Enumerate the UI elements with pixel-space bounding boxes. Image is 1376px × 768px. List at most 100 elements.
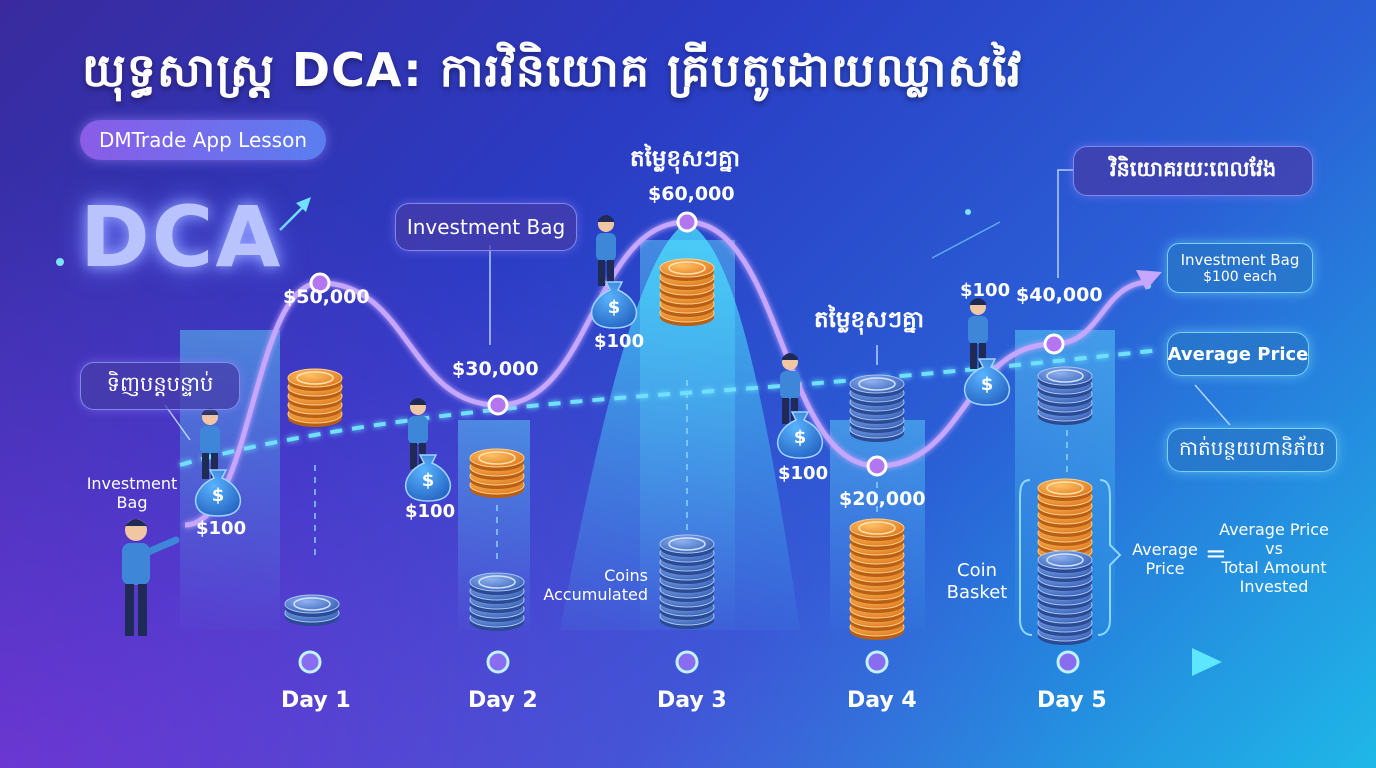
bitcoin-coin-stack — [287, 368, 343, 427]
lesson-badge: DMTrade App Lesson — [80, 120, 326, 160]
price-point-day-2 — [487, 394, 509, 416]
ethereum-icon — [858, 377, 896, 391]
investment-amount-label: $100 each — [1203, 269, 1277, 285]
price-point-day-1 — [309, 272, 331, 294]
sparkles — [56, 209, 1151, 289]
ethereum-coin-stack — [469, 572, 525, 631]
axis-tick-day-2 — [486, 650, 510, 674]
person-icon — [200, 408, 220, 479]
dollar-icon: $ — [212, 485, 225, 506]
callout-long-term: វិនិយោគរយៈពេលវែង — [1073, 146, 1313, 196]
price-label-day-4: $20,000 — [839, 488, 926, 510]
person-icon — [968, 298, 988, 369]
day-label-3: Day 3 — [657, 688, 727, 713]
investment-amount-day-5: $100 — [960, 280, 1011, 301]
axis-tick-day-3 — [675, 650, 699, 674]
vs-line-2: vs — [1265, 539, 1283, 558]
axis-tick-day-1 — [298, 650, 322, 674]
people: $ $ $ $ $ — [122, 215, 1011, 636]
bitcoin-icon — [668, 261, 706, 275]
label-average-price: Average Price — [1128, 540, 1202, 578]
dollar-icon: $ — [608, 297, 621, 318]
vs-line-4: Invested — [1239, 577, 1309, 596]
day-label-5: Day 5 — [1037, 688, 1107, 713]
dollar-icon: $ — [422, 470, 435, 491]
investment-amount-day-1: $100 — [196, 518, 247, 539]
peak-glow — [560, 222, 800, 630]
coin-basket-bracket-right — [1097, 479, 1122, 636]
person-icon — [122, 519, 180, 636]
price-points — [309, 211, 1065, 477]
coins-line-2: Accumulated — [543, 585, 648, 604]
equals-sign: = — [1205, 539, 1227, 569]
average-line-1: Average — [1132, 540, 1198, 559]
investment-bag-line-1: Investment — [86, 474, 178, 493]
axis-tick-day-4 — [865, 650, 889, 674]
coins-line-1: Coins — [604, 566, 648, 585]
bitcoin-icon — [478, 451, 516, 465]
leader-line — [1194, 384, 1231, 426]
money-bag-icon: $ — [776, 411, 824, 459]
ethereum-icon — [668, 537, 706, 551]
money-bag-icon: $ — [404, 454, 452, 502]
label-coins-accumulated: Coins Accumulated — [540, 566, 648, 604]
day-label-1: Day 1 — [281, 688, 351, 713]
vs-line-3: Total Amount — [1221, 558, 1327, 577]
price-point-day-4 — [866, 455, 888, 477]
price-label-day-1: $50,000 — [283, 286, 370, 308]
ethereum-coin-stack — [849, 374, 905, 442]
trend-arrow-head — [1136, 270, 1162, 290]
leader-line — [1057, 169, 1073, 278]
average-line-2: Price — [1145, 559, 1185, 578]
ethereum-coin-stack — [1037, 550, 1093, 645]
investment-amount-day-4: $100 — [778, 463, 829, 484]
label-investment-bag: Investment Bag — [82, 474, 182, 512]
label-different-prices: តម្លៃខុសៗគ្នា — [630, 146, 741, 172]
ethereum-icon — [1046, 553, 1084, 567]
bitcoin-icon — [1046, 481, 1084, 495]
investment-amount-day-2: $100 — [405, 501, 456, 522]
bitcoin-coin-stack — [469, 448, 525, 498]
vs-line-1: Average Price — [1219, 520, 1329, 539]
drop-lines — [314, 380, 1068, 565]
callout-investment-bag-each: Investment Bag $100 each — [1167, 243, 1313, 293]
day-label-2: Day 2 — [468, 688, 538, 713]
sparkle-streak — [931, 221, 1001, 259]
coin-basket-line-2: Basket — [946, 582, 1008, 603]
callout-reduce-risk: កាត់បន្ថយហានិភ័យ — [1167, 428, 1337, 472]
person-icon — [596, 215, 616, 286]
person-icon — [780, 353, 800, 424]
average-price-line — [179, 348, 1161, 467]
label-average-vs-total: Average Price vs Total Amount Invested — [1214, 520, 1334, 596]
coin-basket-line-1: Coin — [957, 560, 997, 581]
money-bag-icon: $ — [590, 281, 638, 329]
day-label-4: Day 4 — [847, 688, 917, 713]
price-point-day-5 — [1043, 333, 1065, 355]
callout-buy-regularly: ទិញបន្តបន្ទាប់ — [80, 362, 240, 410]
callout-investment-bag: Investment Bag — [395, 203, 577, 251]
investment-bag-label: Investment Bag — [1180, 251, 1300, 269]
axis-tick-day-5 — [1056, 650, 1080, 674]
investment-bag-line-2: Bag — [116, 493, 148, 512]
leader-lines — [164, 169, 1231, 441]
price-label-day-5: $40,000 — [1016, 284, 1103, 306]
callout-average-price: Average Price — [1167, 332, 1309, 376]
money-bag-icon: $ — [963, 358, 1011, 406]
money-bag-icon: $ — [194, 469, 242, 517]
price-label-day-2: $30,000 — [452, 358, 539, 380]
page-title: យុទ្ធសាស្ត្រ DCA: ការវិនិយោគ គ្រីបតូដោយឈ… — [82, 43, 1023, 97]
price-label-day-3: $60,000 — [648, 183, 735, 205]
label-different-prices: តម្លៃខុសៗគ្នា — [814, 307, 925, 333]
bitcoin-icon — [858, 521, 896, 535]
dca-logo: DCA — [80, 188, 283, 286]
bitcoin-coin-stack — [849, 518, 905, 640]
ethereum-coin-stack — [659, 534, 715, 629]
dollar-icon: $ — [981, 374, 994, 395]
coin-stacks — [284, 258, 1093, 645]
ethereum-coin-stack — [284, 594, 340, 626]
sparkle — [56, 258, 64, 266]
ethereum-icon — [1046, 369, 1084, 383]
bitcoin-icon — [296, 371, 334, 385]
